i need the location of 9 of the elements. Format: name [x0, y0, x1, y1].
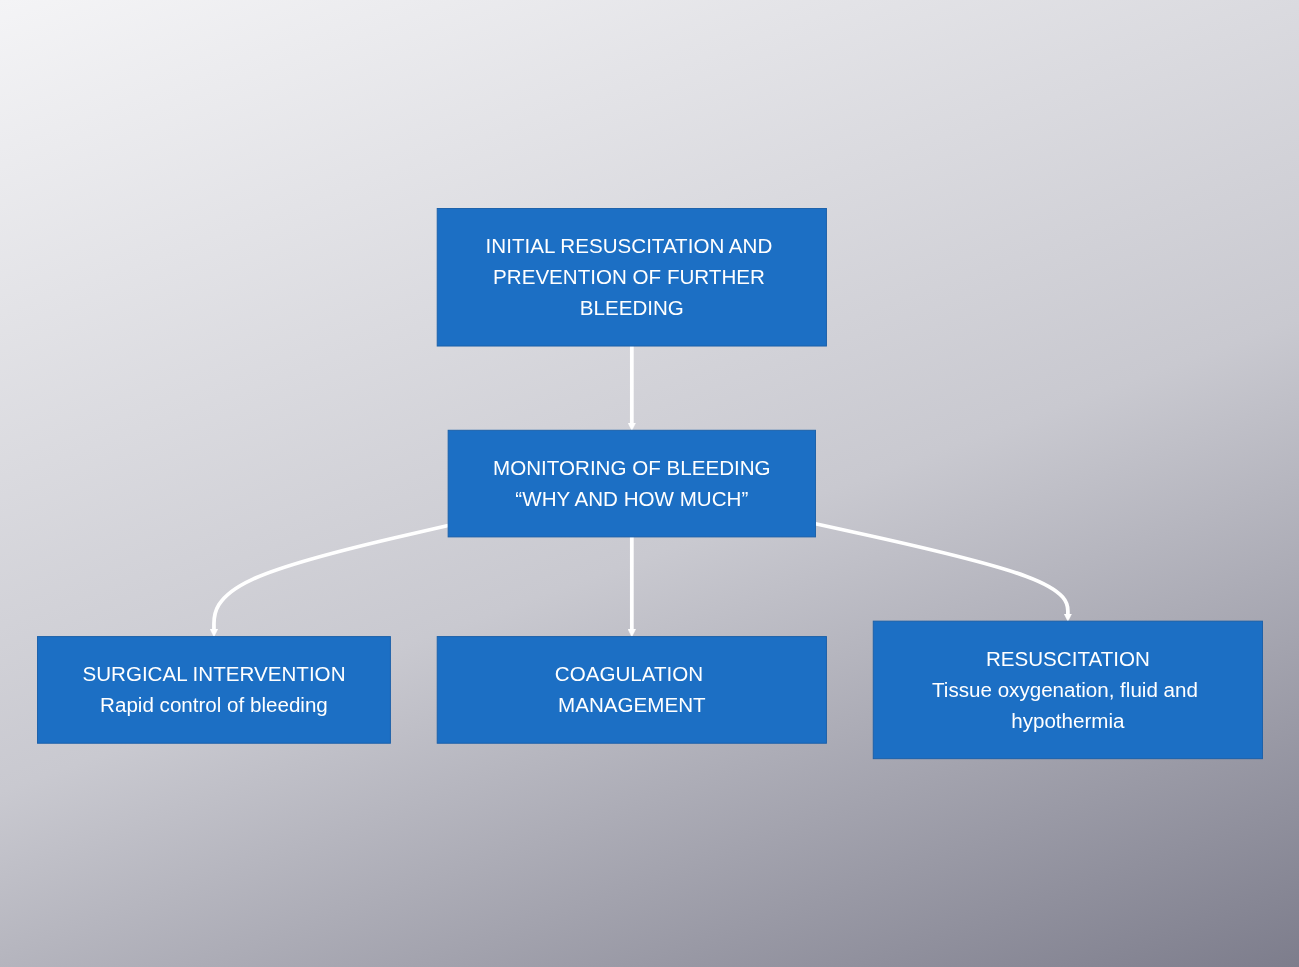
arrow — [627, 536, 636, 637]
node-box: INITIAL RESUSCITATION AND PREVENTION OF FURTHER BLEEDING — [436, 207, 827, 347]
arrow — [814, 521, 1072, 622]
arrow — [627, 345, 636, 431]
node-box: RESUSCITATION Tissue oxygenation, fluid and hypothermia — [872, 620, 1263, 760]
node-box: MONITORING OF BLEEDING “WHY AND HOW MUCH” — [447, 429, 816, 538]
arrow — [209, 523, 449, 637]
node-box: COAGULATION MANAGEMENT — [436, 636, 827, 744]
node-box: SURGICAL INTERVENTION Rapid control of bleeding — [36, 636, 391, 744]
